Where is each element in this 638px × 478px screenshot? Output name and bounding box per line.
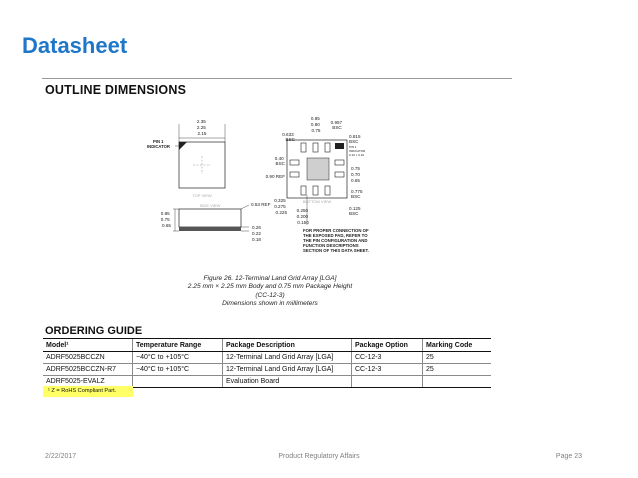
bsc-0125-dim: 0.125 BSC: [349, 206, 362, 216]
figure-caption-line: Figure 26. 12-Terminal Land Grid Array […: [203, 275, 337, 282]
table-row: ADRF5025-EVALZ Evaluation Board: [43, 375, 491, 388]
cell-package-description: 12-Terminal Land Grid Array [LGA]: [222, 351, 352, 364]
cell-model: ADRF5025BCCZN: [43, 351, 133, 364]
ref-090-dim: 0.90 REF: [266, 174, 286, 179]
bottom-view: BOTTOM VIEW 0.85 0.80 0.75 0.957 BSC 0.6…: [266, 116, 370, 253]
side-view-label: SIDE VIEW: [200, 203, 221, 208]
table-row: ADRF5025BCCZN −40°C to +105°C 12-Termina…: [43, 351, 491, 364]
figure-caption: Figure 26. 12-Terminal Land Grid Array […: [175, 275, 365, 309]
side-view: SIDE VIEW 0.85 0.75 0.65 0.53 REF 0.26 0…: [161, 202, 271, 242]
cell-temperature-range: −40°C to +105°C: [132, 351, 223, 364]
col-model: Model¹: [43, 338, 133, 352]
rohs-footnote: ¹ Z = RoHS Compliant Part.: [43, 386, 133, 397]
slide-title: Datasheet: [22, 33, 128, 58]
cell-package-option: [351, 375, 423, 388]
cell-package-description: Evaluation Board: [222, 375, 352, 388]
col-package-option: Package Option: [351, 338, 423, 352]
bsc-0775-dim: 0.775 BSC: [351, 189, 364, 199]
bottom-view-body: [286, 139, 348, 199]
bottom-top-dim: 0.85 0.80 0.75: [311, 116, 321, 133]
pad-right-1: [334, 159, 345, 166]
pad-top-3: [324, 142, 331, 153]
pad-right-2: [334, 171, 345, 178]
pad-left-2: [289, 171, 300, 178]
package-outline-drawing: 2.35 2.25 2.15 PIN 1 INDICATOR TOP VIEW …: [147, 116, 370, 253]
top-view-body: [178, 141, 226, 189]
figure-caption-line: (CC-12-3): [255, 291, 285, 299]
ordering-guide-heading: ORDERING GUIDE: [45, 325, 143, 337]
cell-marking-code: 25: [422, 363, 491, 376]
pin1-corner-marker: [179, 142, 187, 150]
footer-page-number: Page 23: [555, 453, 582, 460]
pad-pin1: [335, 143, 344, 149]
top-view-label: TOP VIEW: [192, 193, 212, 198]
cell-package-option: CC-12-3: [351, 351, 423, 364]
ordering-guide-table: Model¹ Temperature Range Package Descrip…: [43, 338, 491, 388]
exposed-pad-note: FOR PROPER CONNECTION OF THE EXPOSED PAD…: [303, 228, 370, 253]
title-rule: [42, 78, 512, 79]
mid-lower-dim: 0.250 0.200 0.150: [297, 208, 310, 225]
figure-caption-line: 2.25 mm × 2.25 mm Body and 0.75 mm Packa…: [187, 283, 353, 291]
cell-marking-code: [422, 375, 491, 388]
pad-bottom-1: [300, 185, 307, 196]
pad-bottom-2: [312, 185, 319, 196]
bsc-0633-dim: 0.633 BSC: [282, 132, 295, 142]
height-dim: 0.26 0.22 0.18: [252, 225, 262, 242]
cell-package-description: 12-Terminal Land Grid Array [LGA]: [222, 363, 352, 376]
cell-marking-code: 25: [422, 351, 491, 364]
cell-temperature-range: [132, 375, 223, 388]
right-dim: 0.75 0.70 0.65: [351, 166, 361, 183]
exposed-pad: [306, 157, 330, 181]
top-view: 2.35 2.25 2.15 PIN 1 INDICATOR TOP VIEW: [147, 119, 226, 198]
pad-top-1: [300, 142, 307, 153]
table-row: ADRF5025BCCZN-R7 −40°C to +105°C 12-Term…: [43, 363, 491, 376]
pad-top-2: [312, 142, 319, 153]
cell-temperature-range: −40°C to +105°C: [132, 363, 223, 376]
col-marking-code: Marking Code: [422, 338, 491, 352]
bsc-040-dim: 0.40 BSC: [275, 156, 286, 166]
figure-caption-line: Dimensions shown in millimeters: [222, 300, 318, 308]
pad-left-1: [289, 159, 300, 166]
col-package-description: Package Description: [222, 338, 352, 352]
thickness-dim: 0.85 0.75 0.65: [161, 211, 172, 228]
side-view-substrate: [179, 227, 241, 231]
outline-dimensions-heading: OUTLINE DIMENSIONS: [45, 83, 187, 97]
side-view-body: [178, 208, 242, 228]
table-header-row: Model¹ Temperature Range Package Descrip…: [43, 338, 491, 352]
col-temperature-range: Temperature Range: [132, 338, 223, 352]
pin1-corner-note: PIN 1 INDICATOR 0.10 × 0.10: [349, 145, 366, 157]
bsc-0815-dim: 0.815 BSC: [349, 134, 362, 144]
cell-package-option: CC-12-3: [351, 363, 423, 376]
cell-model: ADRF5025BCCZN-R7: [43, 363, 133, 376]
left-lower-dim: 0.325 0.275 0.225: [274, 198, 287, 215]
pad-bottom-3: [324, 185, 331, 196]
footer-date: 2/22/2017: [45, 453, 77, 460]
top-width-dim: 2.35 2.25 2.15: [197, 119, 207, 136]
bottom-view-label: BOTTOM VIEW: [303, 199, 332, 204]
footer-department: Product Regulatory Affairs: [278, 453, 360, 460]
ref-053-dim: 0.53 REF: [251, 202, 271, 207]
pin1-indicator-label: PIN 1 INDICATOR: [147, 139, 170, 149]
bsc-0957-dim: 0.957 BSC: [331, 120, 344, 130]
